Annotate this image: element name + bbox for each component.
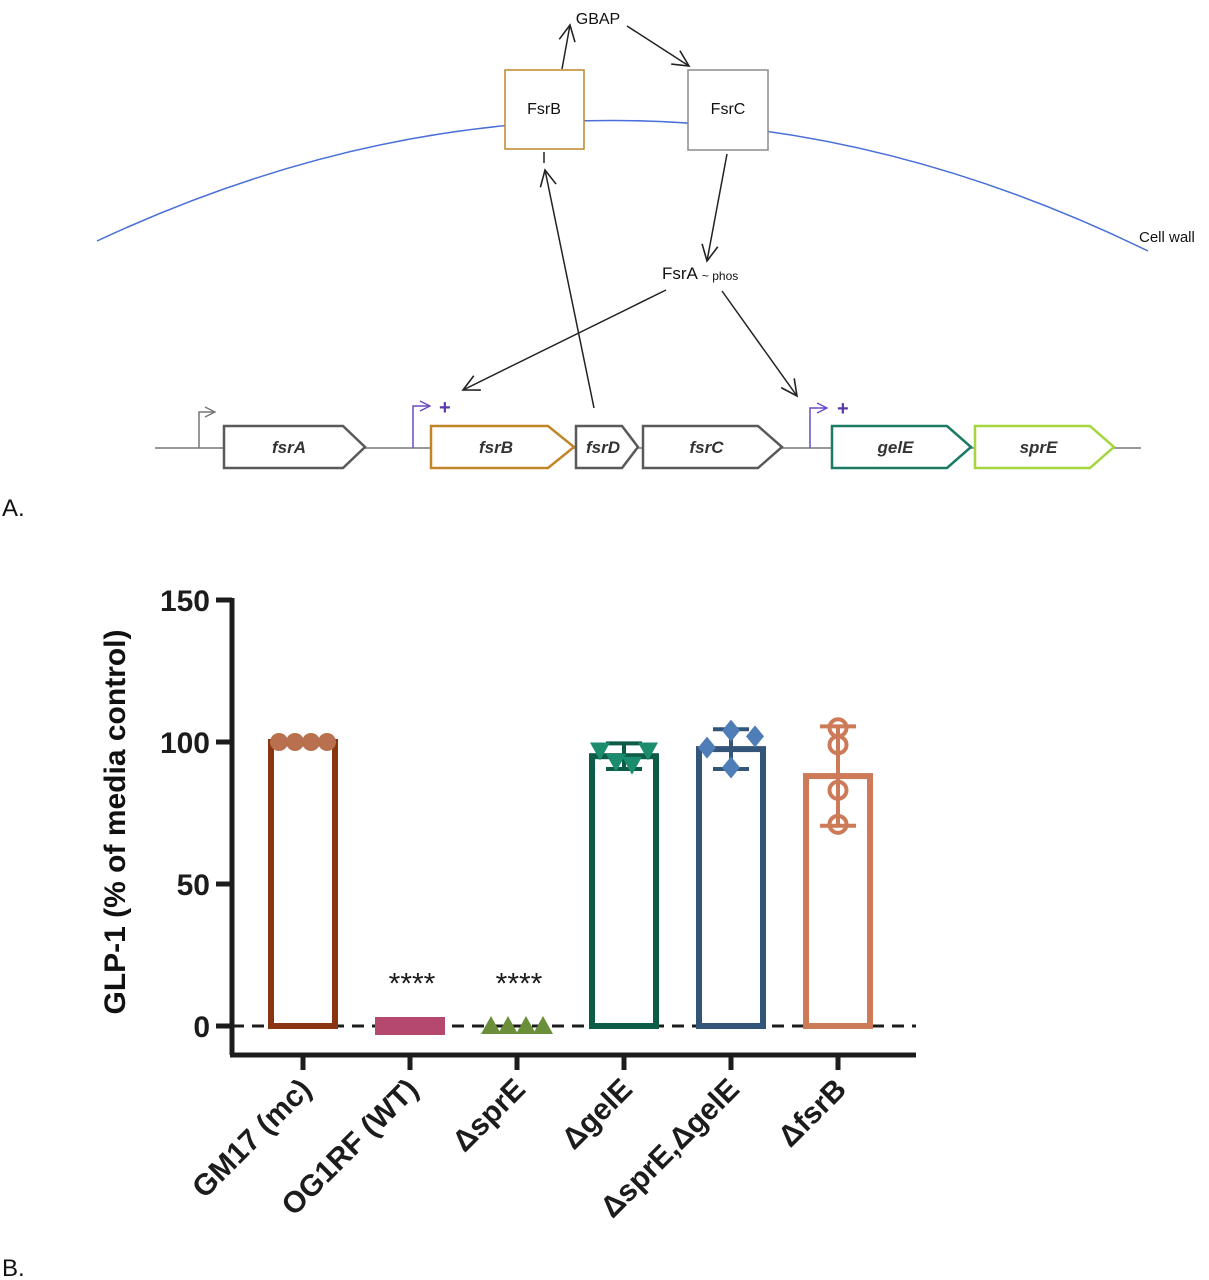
data-point xyxy=(827,734,849,756)
bar-group: GM17 (mc) xyxy=(186,733,338,1204)
y-tick-label: 0 xyxy=(193,1011,210,1044)
gene-arrow-gele xyxy=(830,424,973,470)
fsrb-protein-label: FsrB xyxy=(527,101,561,118)
arrow-gbap-to-fsrc xyxy=(626,25,691,67)
gene-arrow-fsrc xyxy=(641,424,784,470)
y-tick-label: 150 xyxy=(160,585,210,618)
bar-group: ΔfsrB xyxy=(772,717,873,1154)
data-point xyxy=(698,736,716,759)
data-point xyxy=(286,733,304,751)
gene-arrows: fsrA fsrB fsrD fsrC gelE sprE xyxy=(222,424,1116,470)
data-point xyxy=(606,753,626,772)
fsrb-promoter-plus: + xyxy=(439,397,451,419)
fsra-promoter xyxy=(198,412,215,448)
data-point xyxy=(622,756,642,775)
gene-label-fsrc: fsrC xyxy=(689,438,724,457)
arrow-fsra-to-gele-promoter xyxy=(721,290,799,398)
arrow-fsrc-to-fsra xyxy=(701,153,728,263)
panel-a-label: A. xyxy=(2,495,25,522)
y-tick-label: 50 xyxy=(177,869,210,902)
bar xyxy=(589,753,659,1029)
panel-a: Cell wall GBAP FsrB FsrC FsrA~ phos + xyxy=(2,11,1195,522)
data-point xyxy=(827,779,849,801)
panel-b-label: B. xyxy=(2,1255,25,1280)
data-point xyxy=(481,1016,501,1034)
panel-b: GLP-1 (% of media control) 0 50 100 150GM17… xyxy=(2,585,916,1280)
fsra-sub: ~ phos xyxy=(702,269,738,283)
fsra-main: FsrA xyxy=(662,264,699,283)
x-category-label: ΔfsrB xyxy=(772,1073,853,1154)
data-point xyxy=(722,756,740,779)
data-point xyxy=(533,1016,553,1034)
fsrc-protein-box xyxy=(687,69,769,151)
data-point xyxy=(427,1017,445,1035)
gene-label-fsrd: fsrD xyxy=(586,438,620,457)
gene-arrow-fsra xyxy=(222,424,367,470)
gele-promoter-plus: + xyxy=(837,398,849,420)
x-category-label: ΔsprE xyxy=(446,1073,532,1159)
y-tick-label: 100 xyxy=(160,727,210,760)
fsrb-promoter: + xyxy=(412,397,451,448)
cell-wall-label: Cell wall xyxy=(1139,229,1195,246)
gene-arrow-spre xyxy=(973,424,1116,470)
gene-label-fsra: fsrA xyxy=(272,438,306,457)
gene-arrow-fsrd xyxy=(574,424,640,470)
arrow-fsrd-to-fsrb xyxy=(539,168,595,409)
data-point xyxy=(392,1017,410,1035)
bar-group: ΔgelE xyxy=(556,741,659,1156)
data-point xyxy=(410,1017,428,1035)
gele-promoter: + xyxy=(809,398,849,448)
x-category-label: ΔgelE xyxy=(556,1073,639,1156)
data-point xyxy=(318,733,336,751)
data-point xyxy=(590,742,610,761)
gene-arrow-fsrb xyxy=(429,424,576,470)
significance-label: **** xyxy=(496,967,543,1000)
cell-wall-membrane xyxy=(96,119,1149,252)
fsra-phos-label: FsrA~ phos xyxy=(662,264,738,283)
significance-label: **** xyxy=(389,967,436,1000)
bar-group: **** ΔsprE xyxy=(446,967,553,1158)
data-point xyxy=(270,733,288,751)
gene-label-gele: gelE xyxy=(877,438,915,457)
data-point xyxy=(302,733,320,751)
gene-label-spre: sprE xyxy=(1020,438,1058,457)
data-point xyxy=(746,725,764,748)
data-point xyxy=(516,1016,536,1034)
y-axis-label: GLP-1 (% of media control) xyxy=(99,629,132,1014)
bar xyxy=(696,746,766,1029)
arrow-fsrb-to-gbap xyxy=(558,23,576,70)
data-point xyxy=(827,813,849,835)
data-point xyxy=(638,742,658,761)
data-point xyxy=(375,1017,393,1035)
gbap-label: GBAP xyxy=(576,11,620,28)
fsrc-protein-label: FsrC xyxy=(711,101,746,118)
arrow-fsra-to-fsrb-promoter xyxy=(461,289,667,391)
data-point xyxy=(722,719,740,742)
bar xyxy=(268,739,338,1029)
gene-label-fsrb: fsrB xyxy=(479,438,513,457)
fsrb-protein-box xyxy=(504,69,585,150)
data-point xyxy=(498,1016,518,1034)
